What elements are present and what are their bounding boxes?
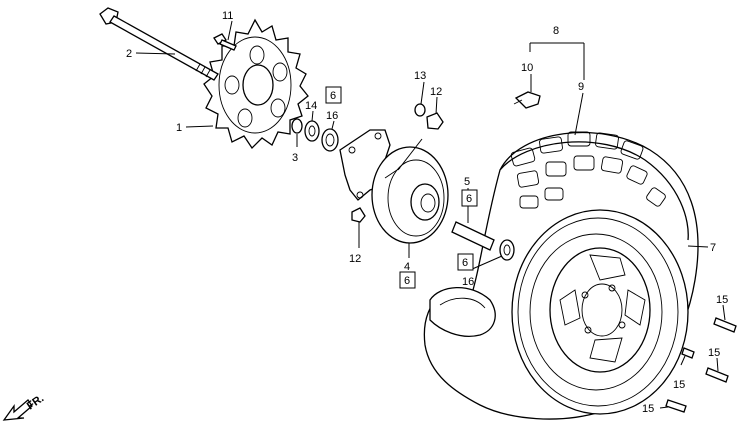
callout-16a: 16 xyxy=(326,110,338,122)
callout-1: 1 xyxy=(176,122,182,134)
sprocket-drawing xyxy=(203,18,309,150)
callout-4: 4 xyxy=(404,261,410,273)
bearings-drawing xyxy=(291,118,339,152)
callout-10: 10 xyxy=(521,62,533,74)
callout-11: 11 xyxy=(222,10,233,22)
hub-drawing xyxy=(339,129,449,244)
callout-13: 13 xyxy=(414,70,426,82)
callout-2: 2 xyxy=(126,48,132,60)
callout-15d: 15 xyxy=(642,403,654,415)
small-bolt-drawing xyxy=(213,33,237,51)
callout-6b: 6 xyxy=(466,193,472,205)
callout-6a: 6 xyxy=(330,90,336,102)
nuts-drawing xyxy=(351,103,444,223)
valve-drawing xyxy=(513,91,541,109)
callout-15a: 15 xyxy=(716,294,728,306)
callout-9: 9 xyxy=(578,81,584,93)
callout-6d: 6 xyxy=(404,275,410,287)
rim-drawing xyxy=(511,209,689,415)
callout-6c: 6 xyxy=(462,257,468,269)
callout-3: 3 xyxy=(292,152,298,164)
wheel-bolts-drawing xyxy=(665,317,737,413)
callout-7: 7 xyxy=(710,242,716,254)
callout-12a: 12 xyxy=(349,253,361,265)
front-direction-indicator: FR. xyxy=(2,392,46,421)
spacer-drawing xyxy=(451,221,515,261)
callout-box-6a xyxy=(325,86,342,104)
callout-box-6b xyxy=(461,189,478,207)
callout-15c: 15 xyxy=(708,347,720,359)
axle-bolt-drawing xyxy=(99,7,219,81)
callout-12b: 12 xyxy=(430,86,442,98)
front-arrow-icon xyxy=(2,399,33,421)
callout-15b: 15 xyxy=(673,379,685,391)
callout-5: 5 xyxy=(464,176,470,188)
callout-8: 8 xyxy=(553,25,559,37)
callout-box-6d xyxy=(399,271,416,289)
callout-box-6c xyxy=(457,253,474,271)
callout-14: 14 xyxy=(305,100,317,112)
callout-16b: 16 xyxy=(462,276,474,288)
